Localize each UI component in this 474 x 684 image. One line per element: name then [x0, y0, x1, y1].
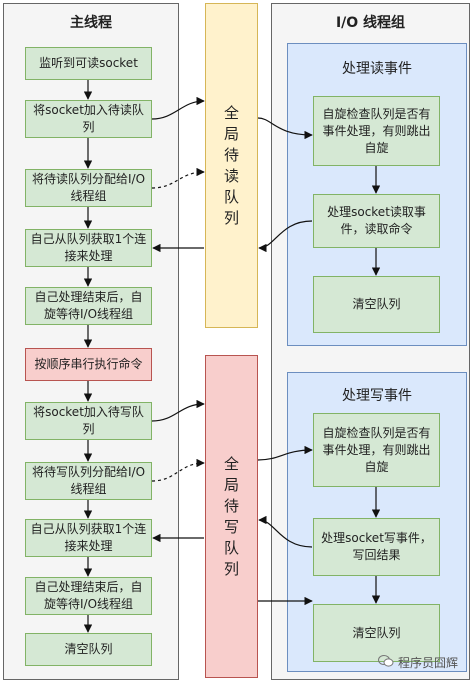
wechat-icon [378, 654, 394, 671]
step-assign-read-queue: 将待读队列分配给I/O 线程组 [25, 169, 152, 207]
global-read-queue: 全局待读队列 [205, 3, 258, 328]
write-step-clear-queue: 清空队列 [313, 604, 440, 662]
read-step-spin-check: 自旋检查队列是否有事件处理，有则跳出自旋 [313, 96, 440, 166]
io-group-title: I/O 线程组 [335, 15, 406, 31]
read-step-clear-queue: 清空队列 [313, 276, 440, 333]
step-self-process-write: 自己从队列获取1个连接来处理 [25, 519, 152, 557]
step-add-to-read-queue: 将socket加入待读队列 [25, 100, 152, 138]
main-thread-title: 主线程 [70, 15, 112, 31]
step-spin-wait-read: 自己处理结束后，自旋等待I/O线程组 [25, 287, 152, 325]
step-listen-readable-socket: 监听到可读socket [25, 47, 152, 80]
global-read-queue-label: 全局待读队列 [223, 103, 239, 227]
write-step-spin-check: 自旋检查队列是否有事件处理，有则跳出自旋 [313, 413, 440, 487]
global-write-queue-label: 全局待写队列 [223, 454, 239, 578]
step-clear-queue: 清空队列 [25, 633, 152, 666]
global-write-queue: 全局待写队列 [205, 355, 258, 678]
step-spin-wait-write: 自己处理结束后，自旋等待I/O线程组 [25, 577, 152, 615]
read-event-title: 处理读事件 [342, 61, 412, 77]
step-self-process-read: 自己从队列获取1个连接来处理 [25, 229, 152, 267]
step-add-to-write-queue: 将socket加入待写队列 [25, 402, 152, 440]
read-step-handle-read: 处理socket读取事件，读取命令 [313, 194, 440, 248]
watermark-text: 程序员囧辉 [398, 656, 459, 670]
write-event-title: 处理写事件 [342, 388, 412, 404]
cross-arrows [151, 96, 313, 606]
step-assign-write-queue: 将待写队列分配给I/O 线程组 [25, 462, 152, 500]
write-step-handle-write: 处理socket写事件，写回结果 [313, 518, 440, 576]
step-execute-commands: 按顺序串行执行命令 [25, 348, 152, 381]
watermark: 程序员囧辉 [378, 654, 458, 671]
